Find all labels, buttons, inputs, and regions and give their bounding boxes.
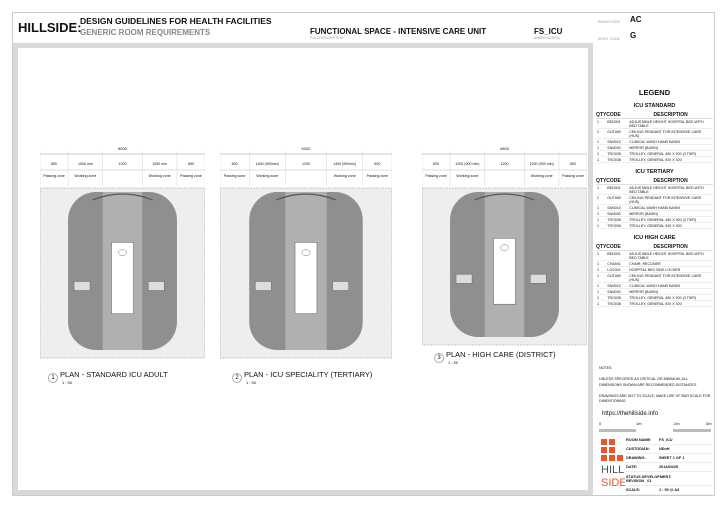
legend-title: LEGEND — [638, 88, 671, 97]
total-dimension: 4800 — [500, 146, 509, 151]
plan-title: PLAN - STANDARD ICU ADULT — [60, 370, 168, 379]
plan-drawing — [40, 151, 205, 359]
arch-code: G — [630, 31, 637, 40]
scale-tick: 0 — [599, 421, 602, 426]
zone-label: Working zone — [456, 174, 479, 178]
notes-label: NOTES: — [599, 366, 613, 370]
sheet-frame — [12, 12, 715, 496]
zone-dimension: 1400 (900min) — [255, 162, 279, 166]
arch-code-label: ARCH. CODE — [598, 37, 620, 41]
scale-tick: 1m — [636, 421, 642, 426]
svg-text:SIDE: SIDE — [601, 477, 625, 489]
zone-dimension: 1050 min — [77, 162, 93, 166]
zone-label: Passing zone — [366, 174, 389, 178]
zone-label: Working zone — [74, 174, 97, 178]
notes: NOTES: UNLESS SPECIFIED AS CRITICAL OR M… — [599, 366, 711, 405]
zone-dimension: 1050 min — [152, 162, 168, 166]
scale-tick: 3m — [706, 421, 712, 426]
zone-dimension: 1200 (900 min) — [455, 162, 480, 166]
legend-section-title: ICU HIGH CARE — [633, 235, 676, 241]
zone-dimension: 600 — [569, 162, 576, 166]
plan-scale: 1 : 50 — [448, 360, 459, 365]
abbreviation-label: ABBREVIATION — [534, 36, 560, 40]
plan-number: 1 — [48, 373, 58, 383]
scale-tick: 2m — [674, 421, 680, 426]
zone-dimension: 1200 — [500, 162, 509, 166]
plan-number: 3 — [434, 353, 444, 363]
note-2: DRAWINGS ARE NOT TO SCALE, MAKE USE OF B… — [599, 393, 711, 404]
zone-dimension: 1200 — [301, 162, 310, 166]
drawing-info: ROOM NAME:FS_ICU CUSTODIAN:NDoH DRAWING:… — [626, 436, 712, 495]
note-1: UNLESS SPECIFIED AS CRITICAL OR MINIMUM,… — [599, 377, 697, 387]
document-subtitle: GENERIC ROOM REQUIREMENTS — [80, 28, 211, 37]
full-description: FUNCTIONAL SPACE - INTENSIVE CARE UNIT — [310, 27, 487, 36]
zone-label: Passing zone — [223, 174, 246, 178]
room-code: AC — [630, 15, 642, 24]
full-description-label: FULL DESCRIPTION — [310, 36, 344, 40]
zone-dimension: 1200 (900 min) — [529, 162, 554, 166]
zone-dimension: 600 — [433, 162, 440, 166]
svg-text:HILL: HILL — [601, 464, 624, 476]
plan-title: PLAN - ICU SPECIALITY (TERTIARY) — [244, 370, 373, 379]
plan-drawing — [422, 151, 587, 346]
plan-title: PLAN - HIGH CARE (DISTRICT) — [446, 350, 556, 359]
zone-dimension: 600 — [231, 162, 238, 166]
plan-number: 2 — [232, 373, 242, 383]
zone-dimension: 850 — [187, 162, 194, 166]
website-link[interactable]: https://thehillside.info — [602, 411, 659, 417]
total-dimension: 5200 — [301, 146, 311, 151]
zone-label: Passing zone — [562, 174, 584, 178]
legend-section-title: ICU TERTIARY — [635, 169, 674, 175]
scale-bar — [599, 429, 711, 432]
abbreviation: FS_ICU — [534, 27, 563, 36]
zone-label: Working zone — [530, 174, 553, 178]
plan-drawing — [220, 151, 392, 359]
zone-label: Passing zone — [43, 174, 65, 178]
plan-scale: 1 : 50 — [62, 380, 73, 385]
legend-section-title: ICU STANDARD — [633, 103, 676, 109]
brand: HILLSIDE: — [18, 20, 82, 35]
total-dimension: 5000 — [118, 146, 127, 151]
zone-dimension: 1200 — [118, 162, 127, 166]
zone-dimension: 1400 (900min) — [333, 162, 357, 166]
document-title: DESIGN GUIDELINES FOR HEALTH FACILITIES — [80, 16, 272, 26]
zone-label: Working zone — [256, 174, 279, 178]
zone-label: Passing zone — [425, 174, 447, 178]
room-code-label: ROOM CODE — [598, 20, 620, 24]
zone-dimension: 850 — [51, 162, 58, 166]
zone-label: Passing zone — [180, 174, 202, 178]
plan-scale: 1 : 50 — [246, 380, 257, 385]
zone-dimension: 600 — [374, 162, 381, 166]
zone-label: Working zone — [148, 174, 171, 178]
zone-label: Working zone — [333, 174, 356, 178]
